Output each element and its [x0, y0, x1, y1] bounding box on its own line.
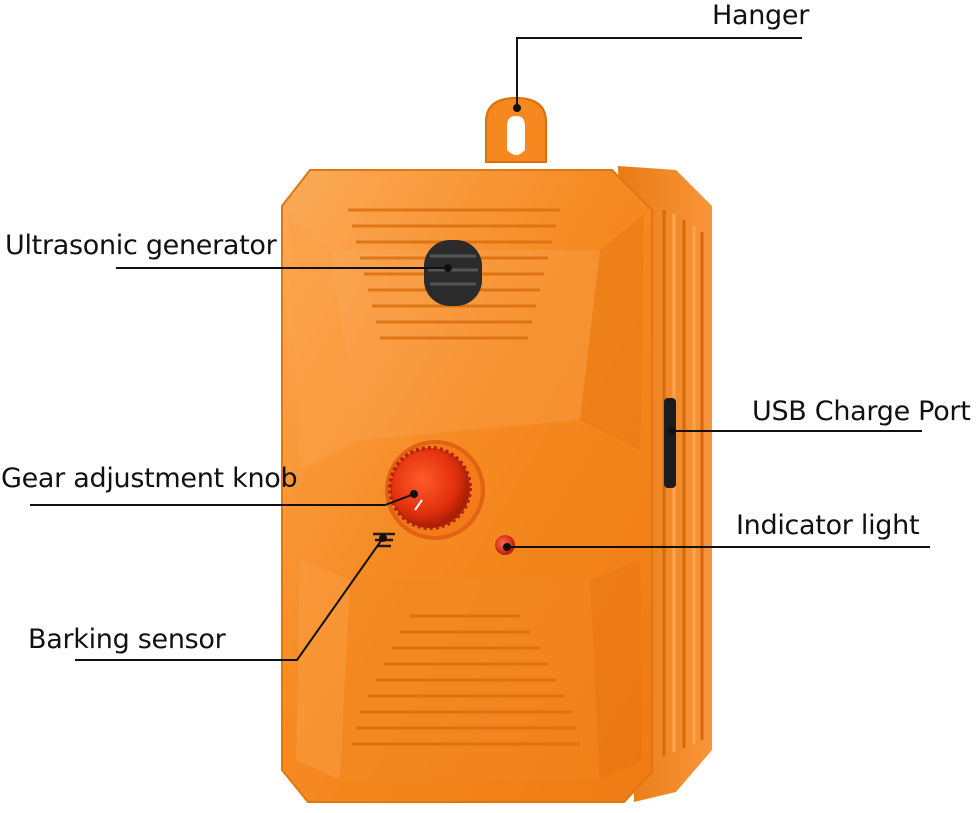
label-gear-adjustment-knob: Gear adjustment knob: [1, 463, 298, 494]
label-usb-charge-port: USB Charge Port: [752, 396, 971, 427]
knob-leader: [30, 493, 415, 506]
label-ultrasonic-generator: Ultrasonic generator: [5, 230, 277, 261]
sensor-leader: [75, 537, 384, 661]
label-barking-sensor: Barking sensor: [28, 624, 226, 655]
device-body: [281, 169, 676, 803]
label-hanger: Hanger: [712, 0, 810, 31]
hanger-leader: [516, 37, 802, 108]
label-indicator-light: Indicator light: [736, 510, 920, 541]
